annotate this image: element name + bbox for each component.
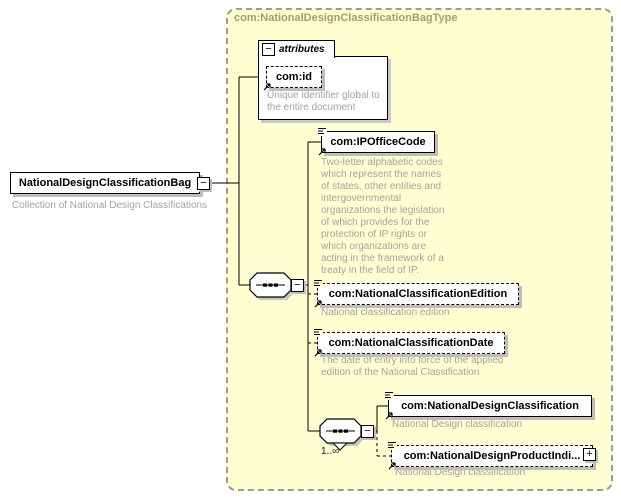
reference-arrow-icon — [262, 81, 272, 91]
element-ipofficecode[interactable]: com:IPOfficeCode — [317, 127, 435, 156]
complex-type-title: com:NationalDesignClassificationBagType — [234, 12, 458, 24]
attribute-com-id[interactable]: com:id — [263, 66, 322, 91]
element-description: National Design classification — [392, 419, 523, 430]
element-nationalclassificationdate[interactable]: com:NationalClassificationDate — [313, 328, 505, 357]
repeat-indicator-icon — [331, 442, 349, 451]
element-nationaldesignclassificationbag[interactable]: NationalDesignClassificationBag — [10, 172, 200, 194]
annotation-icon — [313, 279, 323, 288]
element-label: NationalDesignClassificationBag — [18, 177, 192, 189]
annotation-icon — [384, 391, 394, 400]
element-label: com:NationalDesignProductIndi... — [403, 450, 581, 462]
element-nationalclassificationedition[interactable]: com:NationalClassificationEdition — [313, 279, 519, 308]
element-description: National classification edition — [321, 307, 450, 318]
element-label: com:IPOfficeCode — [330, 136, 426, 148]
attributes-collapse-handle[interactable]: − — [262, 43, 275, 56]
element-description: Collection of National Design Classifica… — [12, 200, 208, 211]
attribute-description: Unique identifier global to the entire d… — [267, 90, 380, 113]
element-label: com:NationalDesignClassification — [401, 400, 579, 412]
root-collapse-handle[interactable]: − — [197, 177, 210, 190]
element-description: Two-letter alphabetic codes which repres… — [321, 157, 445, 276]
sequence-dot — [338, 429, 343, 433]
attributes-label: attributes — [279, 44, 325, 55]
occurrence-label: 1..∞ — [321, 446, 340, 457]
annotation-icon — [317, 127, 327, 136]
sequence-compositor-1 — [249, 272, 294, 300]
reference-arrow-icon — [384, 410, 394, 420]
reference-arrow-icon — [317, 146, 327, 156]
element-description: National Design classification — [395, 467, 526, 478]
productindication-expand-handle[interactable]: + — [583, 448, 596, 461]
sequence-dot — [333, 429, 337, 433]
sequence-dot — [263, 283, 267, 287]
sequence1-collapse-handle[interactable]: − — [291, 279, 304, 292]
reference-arrow-icon — [387, 460, 397, 470]
attributes-group-tab: − attributes — [258, 40, 335, 58]
sequence-compositor-2 — [319, 418, 364, 451]
element-description: The date of entry into force of the appl… — [321, 355, 504, 378]
sequence-dot — [268, 283, 273, 287]
sequence2-collapse-handle[interactable]: − — [361, 425, 374, 438]
element-label: com:NationalClassificationDate — [328, 337, 494, 349]
element-nationaldesignproductindication[interactable]: com:NationalDesignProductIndi... — [387, 441, 593, 470]
element-label: com:NationalClassificationEdition — [328, 288, 508, 300]
reference-arrow-icon — [313, 347, 323, 357]
annotation-icon — [387, 441, 397, 450]
reference-arrow-icon — [313, 298, 323, 308]
sequence-dot — [344, 429, 348, 433]
annotation-icon — [313, 328, 323, 337]
attribute-label: com:id — [275, 71, 313, 83]
sequence-dot — [274, 283, 278, 287]
element-nationaldesignclassification[interactable]: com:NationalDesignClassification — [384, 391, 592, 420]
